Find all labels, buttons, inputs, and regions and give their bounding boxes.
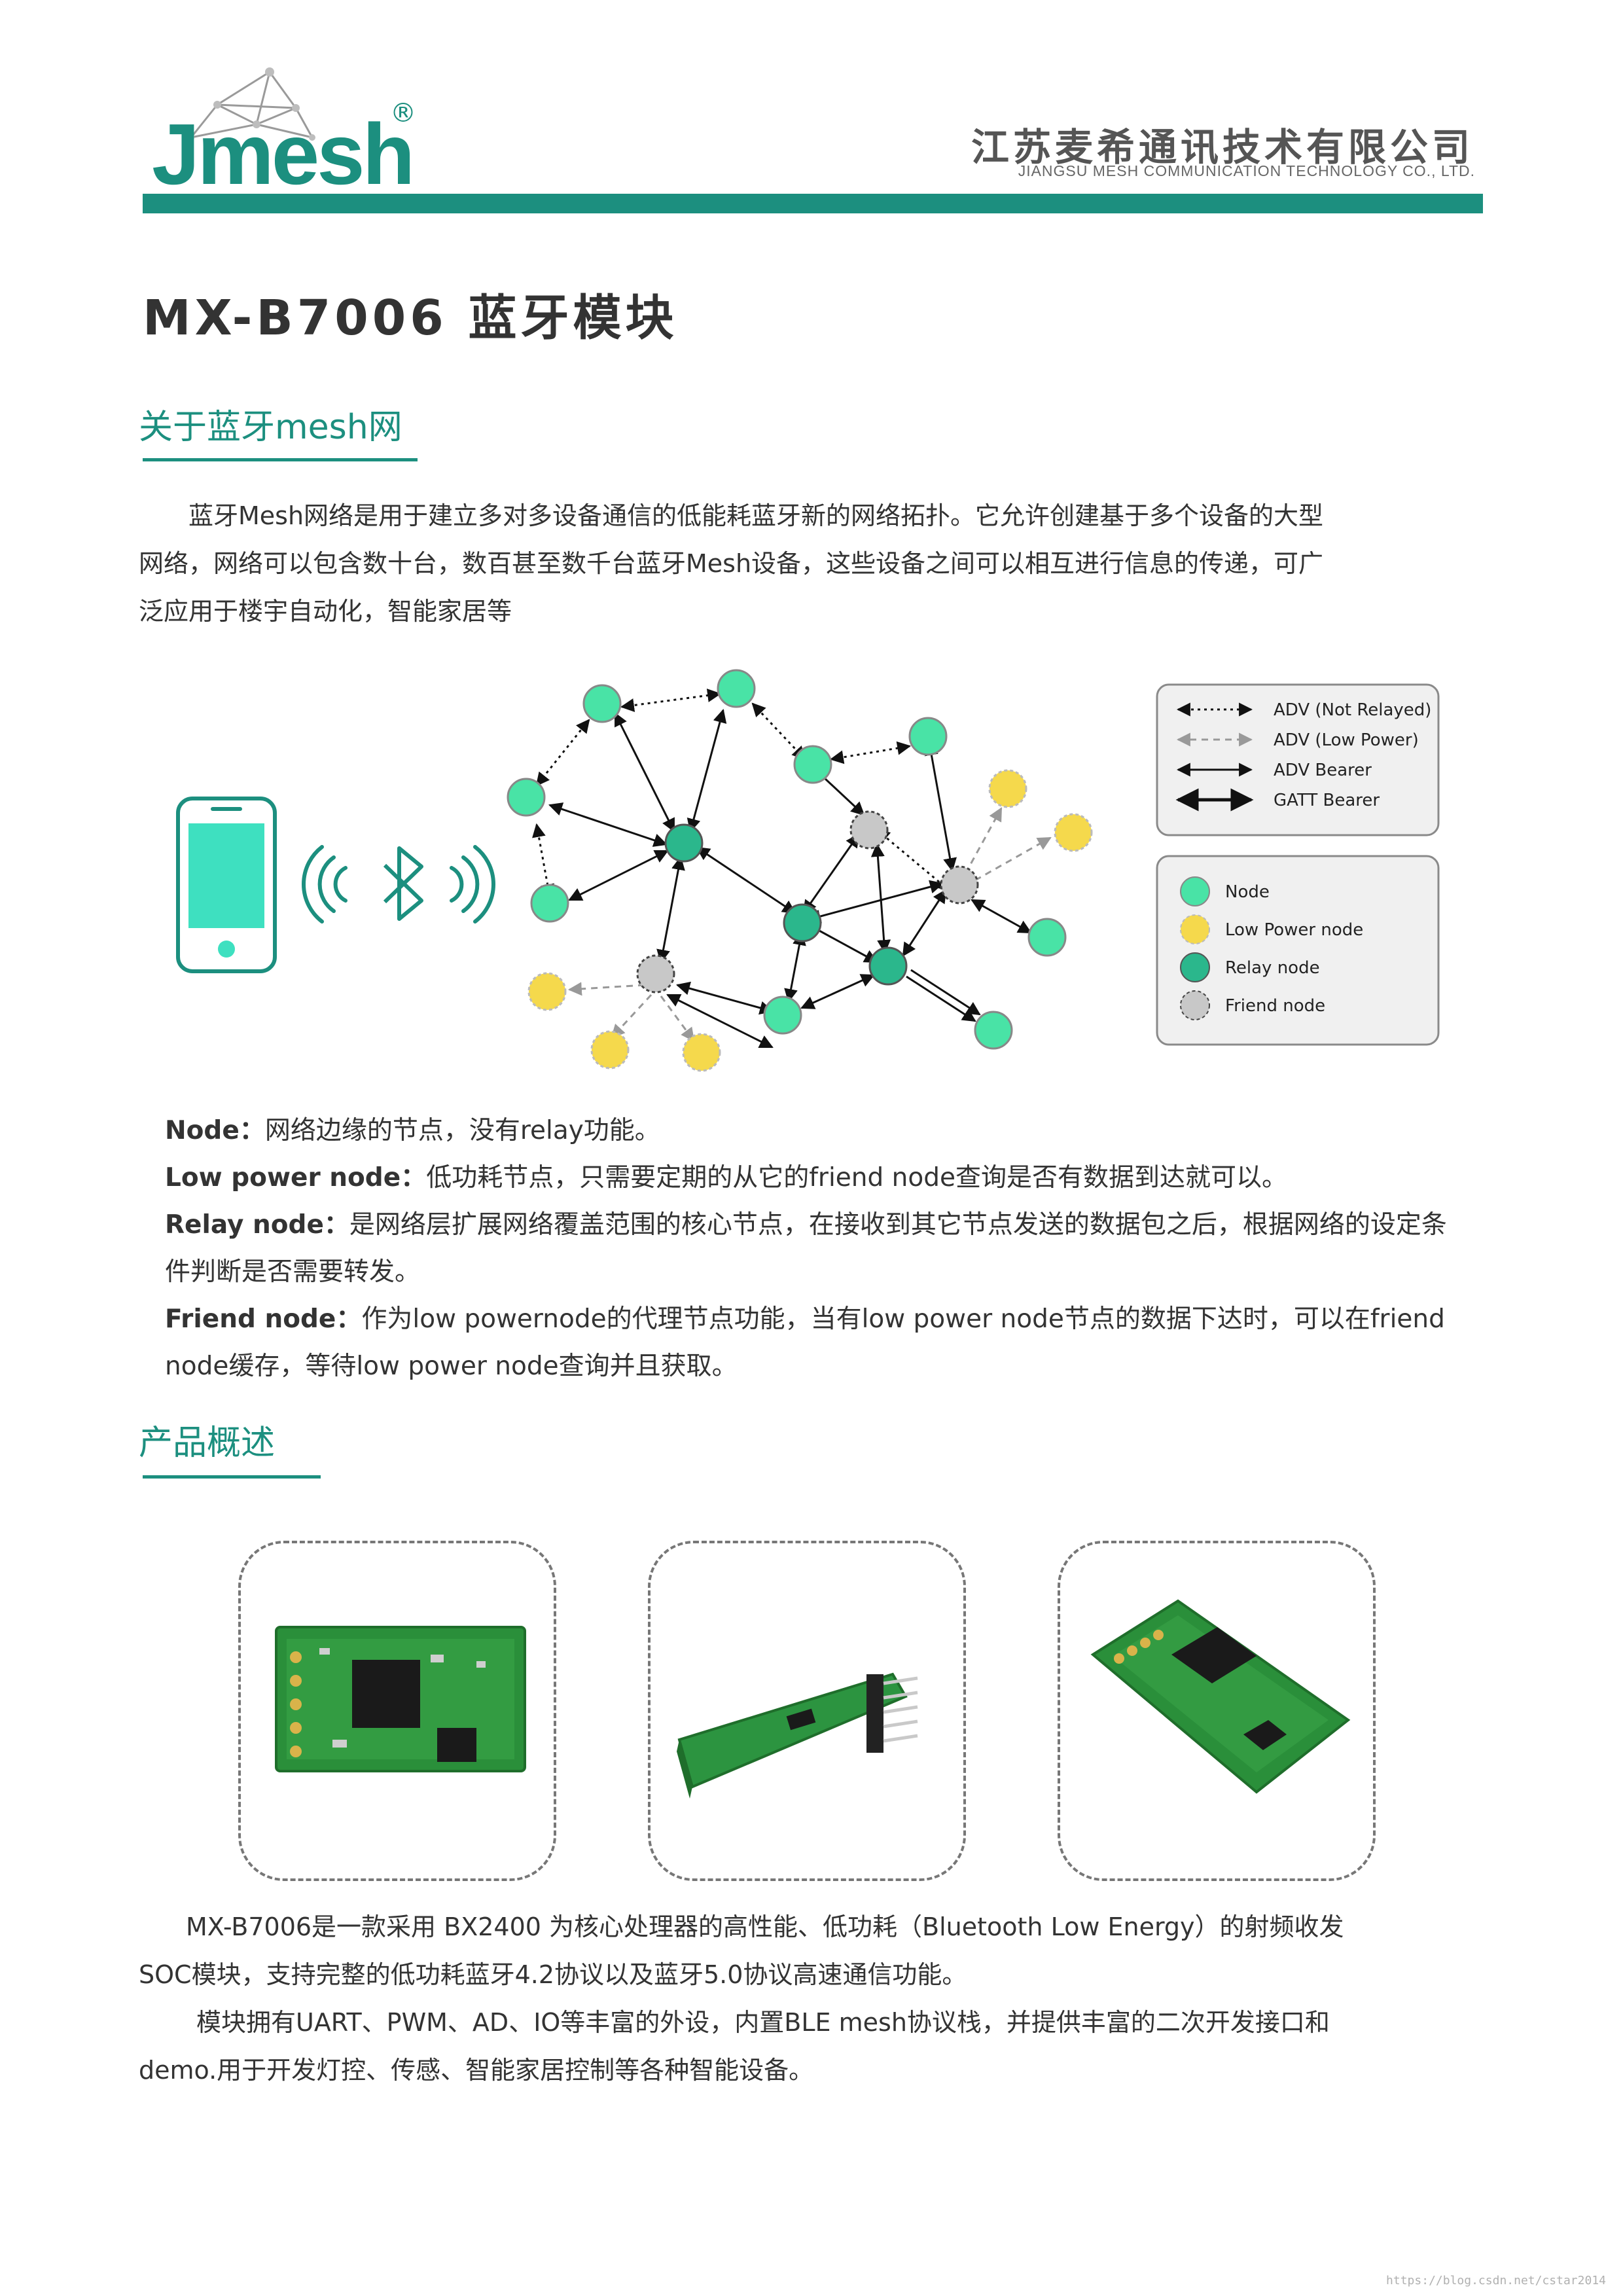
mesh-topology-diagram: ADV (Not Relayed) ADV (Low Power) ADV Be…: [0, 655, 1623, 1073]
paragraph-line: 泛应用于楼宇自动化，智能家居等: [139, 597, 512, 626]
header-divider-bar: [143, 194, 1483, 213]
section-heading-product: 产品概述: [139, 1424, 276, 1463]
definition-text: 是网络层扩展网络覆盖范围的核心节点，在接收到其它节点发送的数据包之后，根据网络的…: [349, 1210, 1447, 1240]
wireless-signal-icon: [302, 845, 495, 924]
paragraph-line: 模块拥有UART、PWM、AD、IO等丰富的外设，内置BLE mesh协议栈，并…: [196, 2008, 1330, 2037]
logo-mesh-icon: [188, 67, 315, 141]
watermark: https://blog.csdn.net/cstar2014: [1386, 2274, 1606, 2287]
legend-line-label: ADV (Not Relayed): [1274, 700, 1431, 720]
definition-line: Relay node：是网络层扩展网络覆盖范围的核心节点，在接收到其它节点发送的…: [165, 1202, 1487, 1249]
legend-line-label: ADV (Low Power): [1274, 730, 1419, 750]
page-title: MX-B7006 蓝牙模块: [143, 290, 678, 346]
paragraph-line: 网络，网络可以包含数十台，数百甚至数千台蓝牙Mesh设备，这些设备之间可以相互进…: [139, 549, 1324, 578]
paragraph-line: SOC模块，支持完整的低功耗蓝牙4.2协议以及蓝牙5.0协议高速通信功能。: [139, 1960, 967, 1989]
bluetooth-icon: [383, 846, 423, 921]
paragraph-line: demo.用于开发灯控、传感、智能家居控制等各种智能设备。: [139, 2056, 814, 2085]
definition-line: Low power node：低功耗节点，只需要定期的从它的friend nod…: [165, 1155, 1487, 1202]
smartphone-icon: [176, 797, 277, 973]
legend-line-label: ADV Bearer: [1274, 761, 1372, 780]
definition-line: 件判断是否需要转发。: [165, 1249, 1487, 1296]
product-photo-front: [238, 1541, 556, 1881]
logo: [144, 65, 419, 196]
section-heading-underline: [143, 458, 418, 461]
section-heading-mesh: 关于蓝牙mesh网: [139, 408, 402, 447]
mesh-intro-paragraph: 蓝牙Mesh网络是用于建立多对多设备通信的低能耗蓝牙新的网络拓扑。它允许创建基于…: [139, 492, 1421, 636]
definition-text: 网络边缘的节点，没有relay功能。: [264, 1116, 660, 1145]
registered-mark: ®: [390, 98, 416, 128]
legend-node-label: Friend node: [1225, 996, 1325, 1016]
definition-text: 作为low powernode的代理节点功能，当有low power node节…: [361, 1304, 1445, 1334]
legend-node-label: Low Power node: [1225, 920, 1363, 940]
legend-node-label: Node: [1225, 882, 1270, 902]
definition-term: Friend node：: [165, 1304, 362, 1334]
definition-line: Friend node：作为low powernode的代理节点功能，当有low…: [165, 1296, 1487, 1343]
product-description: MX-B7006是一款采用 BX2400 为核心处理器的高性能、低功耗（Blue…: [139, 1903, 1421, 2094]
section-heading-underline: [143, 1475, 321, 1479]
node-definitions: Node：网络边缘的节点，没有relay功能。 Low power node：低…: [165, 1107, 1487, 1390]
legend-node-label: Relay node: [1225, 958, 1320, 978]
definition-line: node缓存，等待low power node查询并且获取。: [165, 1343, 1487, 1390]
legend-nodes: Node Low Power node Relay node Friend no…: [1156, 855, 1440, 1046]
product-photo-side: [648, 1541, 966, 1881]
definition-term: Node：: [165, 1116, 265, 1145]
definition-term: Low power node：: [165, 1163, 427, 1193]
company-name-chinese: 江苏麦希通讯技术有限公司: [971, 125, 1474, 170]
definition-text: node缓存，等待low power node查询并且获取。: [165, 1352, 738, 1381]
legend-line-label: GATT Bearer: [1274, 791, 1380, 810]
product-photo-angled: [1058, 1541, 1376, 1881]
definition-text: 件判断是否需要转发。: [165, 1257, 421, 1287]
definition-text: 低功耗节点，只需要定期的从它的friend node查询是否有数据到达就可以。: [426, 1163, 1287, 1193]
definition-term: Relay node：: [165, 1210, 349, 1240]
legend-lines: ADV (Not Relayed) ADV (Low Power) ADV Be…: [1156, 683, 1440, 836]
paragraph-line: 蓝牙Mesh网络是用于建立多对多设备通信的低能耗蓝牙新的网络拓扑。它允许创建基于…: [188, 501, 1324, 530]
mesh-nodes: [507, 669, 1093, 1072]
logo-wordmark: Jmesh: [152, 106, 415, 202]
definition-line: Node：网络边缘的节点，没有relay功能。: [165, 1107, 1487, 1155]
company-name-english: JIANGSU MESH COMMUNICATION TECHNOLOGY CO…: [1018, 162, 1475, 179]
paragraph-line: MX-B7006是一款采用 BX2400 为核心处理器的高性能、低功耗（Blue…: [186, 1912, 1344, 1941]
